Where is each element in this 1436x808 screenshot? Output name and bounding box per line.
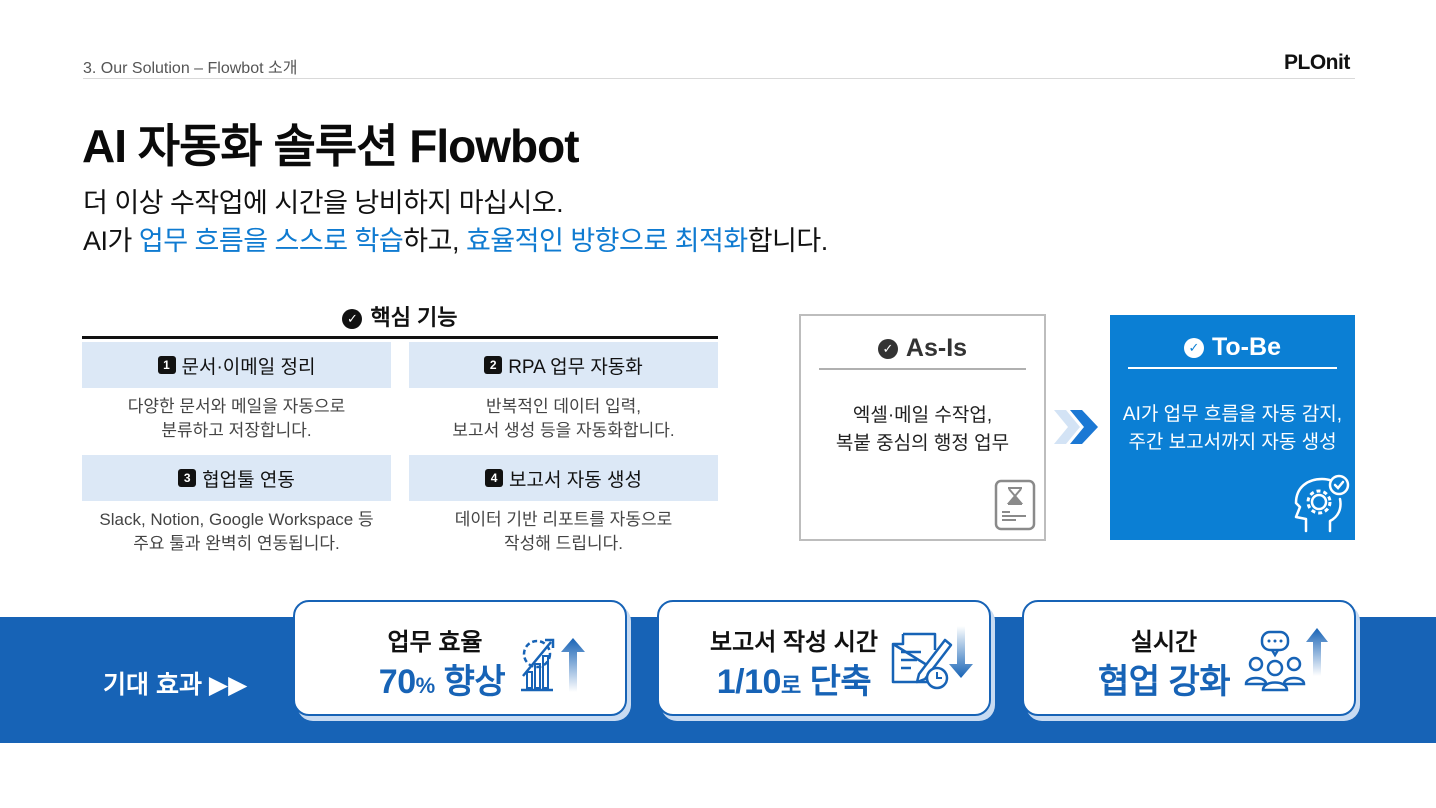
subtitle-text: 합니다. (747, 226, 829, 256)
card-value-suffix: 향상 (434, 663, 506, 701)
as-is-label: As-Is (905, 334, 968, 362)
header-divider (83, 78, 1355, 79)
to-be-divider (1128, 367, 1337, 369)
feature-desc-line: 분류하고 저장합니다. (161, 421, 312, 440)
feature-1-header: 1 문서·이메일 정리 (82, 342, 391, 388)
check-circle-icon: ✓ (342, 309, 363, 329)
feature-title: 문서·이메일 정리 (181, 356, 316, 378)
core-features-label: 핵심 기능 (370, 305, 458, 330)
growth-chart-gear-icon (521, 638, 585, 692)
feature-desc-line: 반복적인 데이터 입력, (486, 397, 641, 416)
card-value: 협업 강화 (1097, 663, 1231, 701)
as-is-line: 복붙 중심의 행정 업무 (835, 433, 1010, 454)
feature-title: 보고서 자동 생성 (509, 469, 642, 491)
feature-desc-line: 작성해 드립니다. (504, 534, 623, 553)
page-title: AI 자동화 솔루션 Flowbot (82, 120, 580, 172)
card-unit: % (415, 673, 436, 698)
card-value-suffix: 단축 (800, 663, 872, 701)
as-is-box: ✓ As-Is 엑셀·메일 수작업, 복붙 중심의 행정 업무 (799, 314, 1046, 541)
section-label: 3. Our Solution – Flowbot 소개 (83, 60, 298, 77)
feature-desc-line: 다양한 문서와 메일을 자동으로 (127, 397, 346, 416)
card-value: 70 (378, 663, 416, 701)
card-caption: 실시간 (1130, 629, 1198, 656)
card-value: 1/10 (716, 663, 782, 701)
card-highlight: 협업 강화 (1074, 654, 1254, 703)
feature-desc-line: 주요 툴과 완벽히 연동됩니다. (133, 534, 340, 553)
feature-title: 협업툴 연동 (202, 469, 295, 491)
to-be-line: AI가 업무 흐름을 자동 감지, (1122, 404, 1343, 425)
card-highlight: 1/10로 단축 (689, 654, 899, 703)
feature-3-desc: Slack, Notion, Google Workspace 등 주요 툴과 … (82, 508, 391, 556)
feature-1-desc: 다양한 문서와 메일을 자동으로 분류하고 저장합니다. (82, 395, 391, 443)
team-chat-icon (1244, 628, 1328, 692)
core-features-divider (82, 336, 718, 339)
number-badge-icon: 2 (484, 356, 503, 374)
logo: PLOnit (1284, 51, 1350, 74)
double-chevron-right-icon (1054, 410, 1098, 444)
hourglass-document-icon (994, 479, 1036, 531)
subtitle-text: 하고, (403, 226, 466, 256)
number-badge-icon: 1 (157, 356, 176, 374)
subtitle-highlight-2: 효율적인 방향으로 최적화 (465, 226, 748, 256)
feature-desc-line: 보고서 생성 등을 자동화합니다. (452, 421, 675, 440)
to-be-title: ✓ To-Be (1110, 333, 1355, 362)
card-caption: 업무 효율 (387, 629, 483, 656)
document-pencil-clock-icon (891, 626, 973, 690)
number-badge-icon: 4 (485, 469, 504, 487)
number-badge-icon: 3 (178, 469, 197, 487)
card-unit: 로 (780, 673, 801, 698)
as-is-line: 엑셀·메일 수작업, (852, 405, 993, 426)
to-be-label: To-Be (1212, 333, 1281, 361)
feature-2-header: 2 RPA 업무 자동화 (409, 342, 718, 388)
head-gear-check-icon (1294, 474, 1350, 533)
feature-2-desc: 반복적인 데이터 입력, 보고서 생성 등을 자동화합니다. (409, 395, 718, 443)
as-is-title: ✓ As-Is (801, 334, 1044, 363)
feature-desc-line: Slack, Notion, Google Workspace 등 (99, 510, 374, 529)
feature-title: RPA 업무 자동화 (508, 356, 643, 378)
check-circle-icon: ✓ (1184, 338, 1204, 358)
card-caption: 보고서 작성 시간 (710, 629, 878, 656)
feature-desc-line: 데이터 기반 리포트를 자동으로 (454, 510, 673, 529)
to-be-line: 주간 보고서까지 자동 생성 (1128, 432, 1337, 453)
as-is-divider (819, 368, 1026, 370)
expected-effects-label: 기대 효과 ▶▶ (103, 671, 248, 699)
to-be-text: AI가 업무 흐름을 자동 감지, 주간 보고서까지 자동 생성 (1110, 401, 1355, 457)
subtitle-line-1: 더 이상 수작업에 시간을 낭비하지 마십시오. (83, 188, 564, 218)
effect-card-collaboration: 실시간 협업 강화 (1022, 600, 1356, 716)
check-circle-icon: ✓ (877, 339, 898, 359)
effect-card-report-time: 보고서 작성 시간 1/10로 단축 (657, 600, 991, 716)
subtitle-highlight-1: 업무 흐름을 스스로 학습 (138, 226, 404, 256)
subtitle-line-2: AI가 업무 흐름을 스스로 학습하고, 효율적인 방향으로 최적화합니다. (83, 219, 828, 258)
subtitle-text: AI가 (83, 226, 139, 256)
card-highlight: 70% 향상 (347, 654, 537, 703)
core-features-title: ✓ 핵심 기능 (82, 300, 718, 332)
feature-4-desc: 데이터 기반 리포트를 자동으로 작성해 드립니다. (409, 508, 718, 556)
feature-4-header: 4 보고서 자동 생성 (409, 455, 718, 501)
effect-card-efficiency: 업무 효율 70% 향상 (293, 600, 627, 716)
as-is-text: 엑셀·메일 수작업, 복붙 중심의 행정 업무 (801, 402, 1044, 458)
to-be-box: ✓ To-Be AI가 업무 흐름을 자동 감지, 주간 보고서까지 자동 생성 (1110, 315, 1355, 540)
feature-3-header: 3 협업툴 연동 (82, 455, 391, 501)
